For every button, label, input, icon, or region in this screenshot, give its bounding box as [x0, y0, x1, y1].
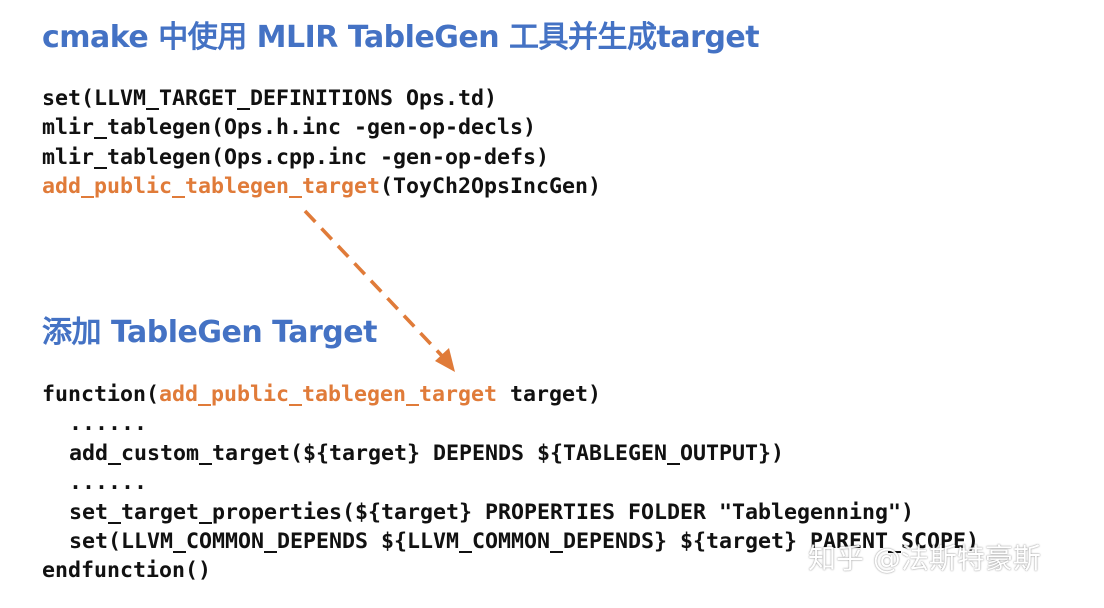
watermark: 知乎 @法斯特豪斯 [808, 542, 1041, 575]
function-keyword: function( [42, 382, 160, 407]
function-definition-code-block: function(add_public_tablegen_target targ… [42, 380, 979, 586]
code-line-target-call: add_public_tablegen_target(ToyCh2OpsIncG… [42, 172, 601, 201]
code-line: set_target_properties(${target} PROPERTI… [69, 499, 915, 525]
highlighted-function-name: add_public_tablegen_target [159, 382, 498, 407]
function-parameters: target) [497, 382, 602, 407]
code-line: set(LLVM_COMMON_DEPENDS ${LLVM_COMMON_DE… [69, 528, 980, 554]
code-line: mlir_tablegen(Ops.cpp.inc -gen-op-defs) [42, 144, 550, 170]
section-heading-add-target: 添加 TableGen Target [42, 315, 377, 350]
cmake-usage-code-block: set(LLVM_TARGET_DEFINITIONS Ops.td) mlir… [42, 84, 601, 202]
code-line-function-header: function(add_public_tablegen_target targ… [42, 380, 979, 409]
code-line: ...... [69, 411, 148, 437]
call-arguments: (ToyCh2OpsIncGen) [380, 174, 602, 200]
code-line: mlir_tablegen(Ops.h.inc -gen-op-decls) [42, 115, 537, 141]
highlighted-function-name: add_public_tablegen_target [42, 174, 381, 200]
section-heading-cmake-usage: cmake 中使用 MLIR TableGen 工具并生成target [42, 20, 760, 55]
code-line: set(LLVM_TARGET_DEFINITIONS Ops.td) [42, 86, 498, 111]
code-line: ...... [69, 470, 148, 496]
code-line: add_custom_target(${target} DEPENDS ${TA… [69, 440, 785, 466]
arrow-head [435, 348, 455, 372]
code-line-function-end: endfunction() [42, 558, 212, 584]
